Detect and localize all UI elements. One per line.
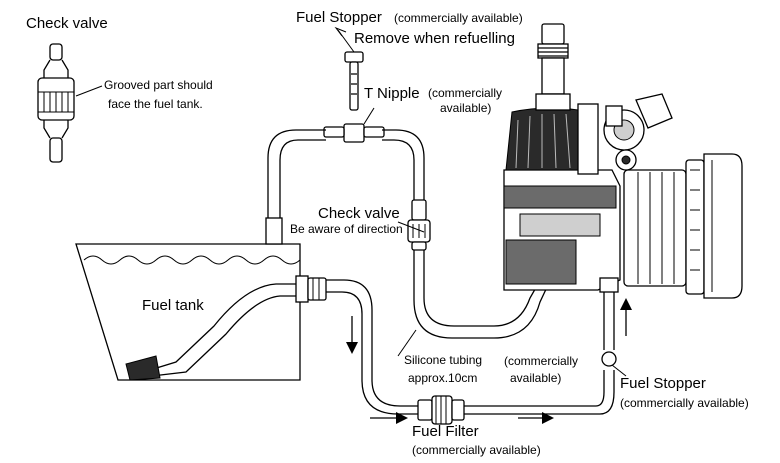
silicone-note-line2: available) <box>510 371 561 385</box>
fuel-stopper-top-note: (commercially available) <box>394 11 523 25</box>
check-valve-title: Check valve <box>26 15 108 32</box>
direction-note: Be aware of direction <box>290 222 403 236</box>
check-valve-detail <box>37 43 103 163</box>
tubing <box>267 129 615 415</box>
fuel-stopper-right <box>601 351 627 377</box>
fuel-filter-note: (commercially available) <box>412 443 541 457</box>
t-nipple-note-line1: (commercially <box>428 86 502 100</box>
flow-arrows <box>346 298 632 424</box>
silicone-tubing-line1: Silicone tubing <box>404 353 482 367</box>
check-valve-inline <box>407 199 431 251</box>
fuel-filter-label: Fuel Filter <box>412 423 479 440</box>
fuel-stopper-top <box>334 26 364 111</box>
fuel-stopper-right-note: (commercially available) <box>620 396 749 410</box>
fuel-tank <box>75 217 327 381</box>
silicone-note-line1: (commercially <box>504 354 578 368</box>
engine <box>503 23 743 299</box>
check-valve-mid-label: Check valve <box>318 205 400 222</box>
grooved-note-line1: Grooved part should <box>104 78 213 92</box>
t-nipple-note-line2: available) <box>440 101 491 115</box>
silicone-tubing-line2: approx.10cm <box>408 371 477 385</box>
t-nipple <box>323 107 385 143</box>
fuel-stopper-right-label: Fuel Stopper <box>620 375 706 392</box>
t-nipple-label: T Nipple <box>364 85 420 102</box>
fuel-stopper-top-label: Fuel Stopper <box>296 9 382 26</box>
leader-lines <box>397 221 425 357</box>
grooved-note-line2: face the fuel tank. <box>108 97 203 111</box>
fuel-tank-label: Fuel tank <box>142 297 204 314</box>
remove-refuelling-label: Remove when refuelling <box>354 30 515 47</box>
fuel-filter <box>417 395 465 425</box>
